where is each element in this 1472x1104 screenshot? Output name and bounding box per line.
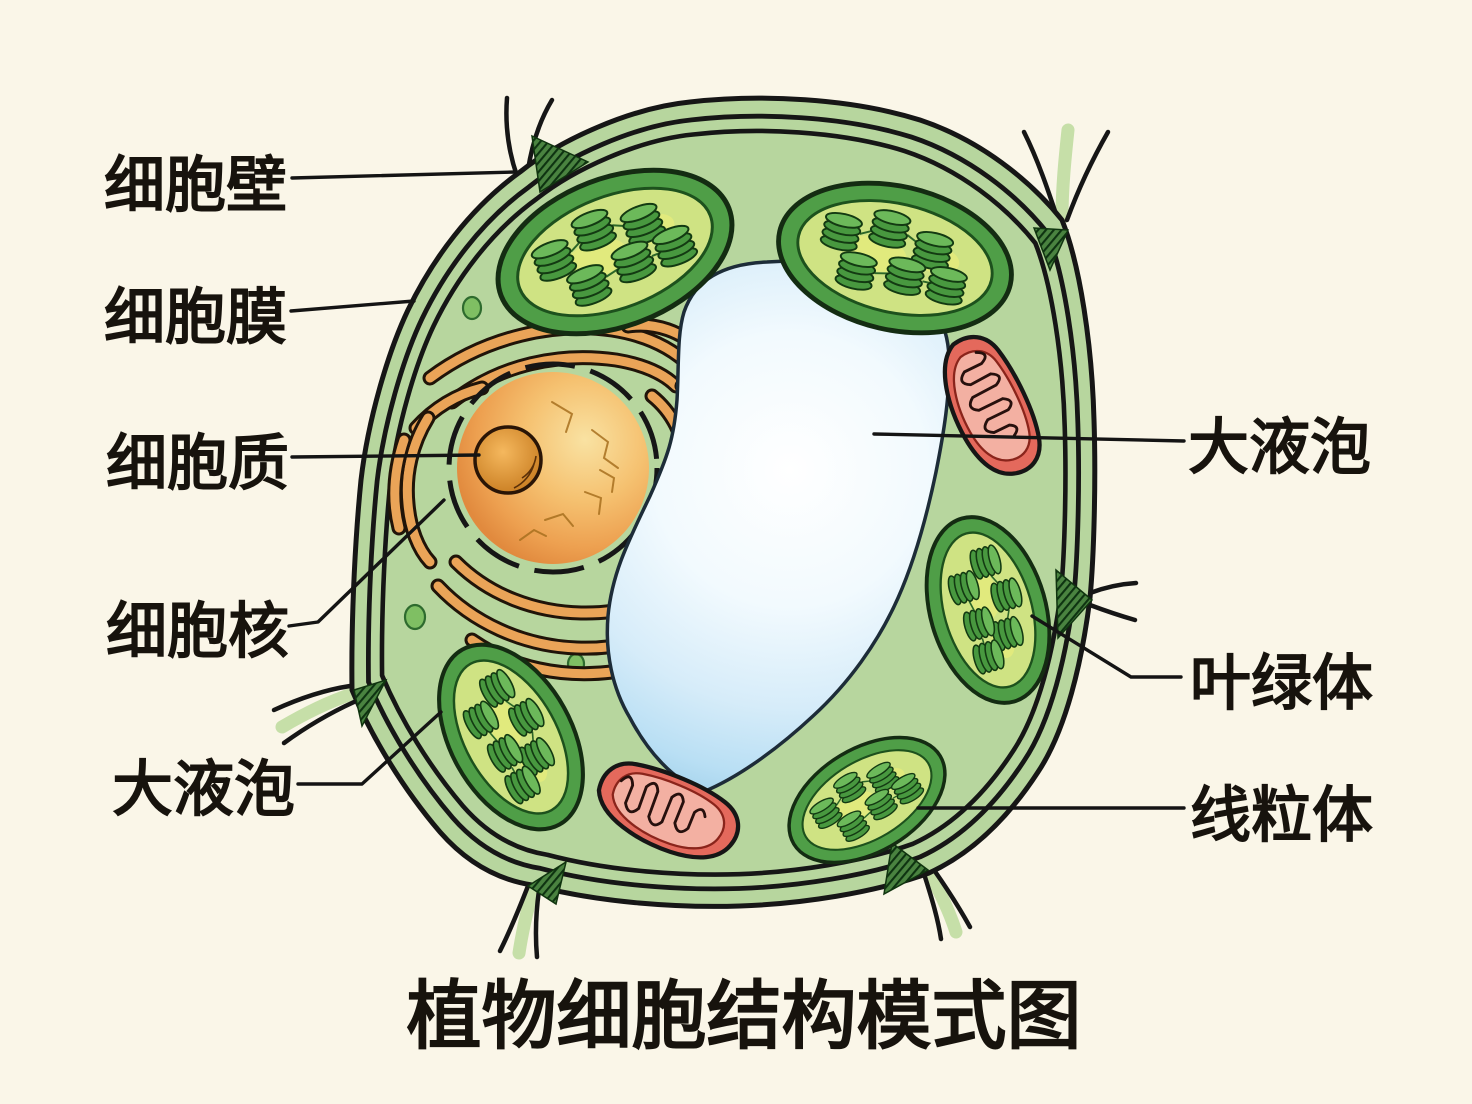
cell-wall-junction-stubs: [271, 95, 1139, 960]
diagram-title: 植物细胞结构模式图: [406, 976, 1081, 1059]
nuclear-envelope: [446, 361, 660, 575]
label-chloroplast: 叶绿体: [1190, 650, 1373, 718]
leader-lines: [287, 170, 1186, 810]
label-cell-membrane: 细胞膜: [104, 284, 287, 352]
nucleolus: [473, 425, 543, 495]
corner-hatch-triangles: [353, 134, 1094, 906]
label-cytoplasm: 细胞质: [106, 430, 289, 498]
labels: 细胞壁 细胞膜 细胞质 细胞核 大液泡 大液泡 叶绿体 线粒体: [104, 152, 1373, 850]
label-mitochondrion: 线粒体: [1190, 782, 1373, 850]
label-vacuole-left: 大液泡: [112, 756, 295, 824]
nucleus: [446, 361, 660, 575]
label-cell-wall: 细胞壁: [104, 152, 287, 220]
leader-cytoplasm: [290, 453, 481, 459]
label-nucleus: 细胞核: [106, 598, 289, 666]
leader-vacuole-right: [872, 432, 1186, 443]
leader-cell-wall: [290, 170, 518, 180]
label-vacuole-right: 大液泡: [1188, 414, 1371, 482]
chromatin-lines: [519, 401, 619, 541]
leader-chloroplast: [1030, 614, 1183, 679]
leader-nucleus: [287, 498, 446, 628]
leader-cell-membrane: [289, 299, 416, 313]
leader-vacuole-left: [296, 710, 443, 786]
